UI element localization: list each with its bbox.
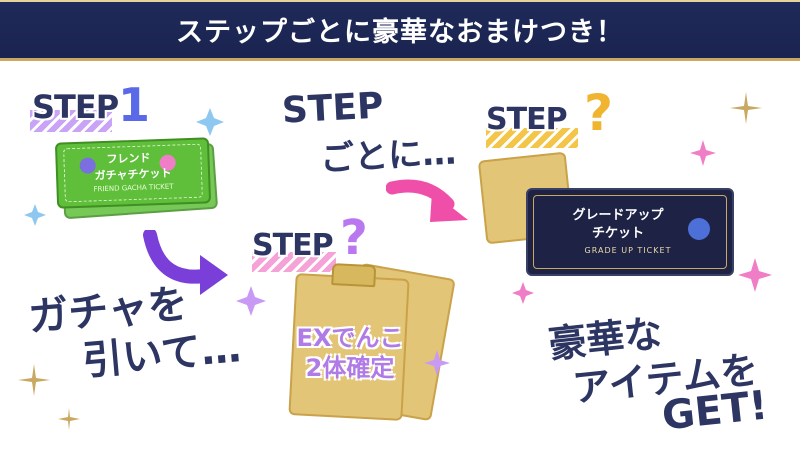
step2-number: ? bbox=[340, 210, 368, 266]
step3-label: STEP bbox=[486, 102, 568, 137]
step3-number: ? bbox=[584, 84, 613, 142]
arrow-icon bbox=[143, 230, 228, 295]
step3-underline bbox=[486, 128, 578, 148]
grade-ticket-title-line1: グレードアップ bbox=[572, 208, 664, 223]
character-icon bbox=[688, 218, 710, 240]
step2-underline bbox=[252, 252, 336, 272]
reward-text-line3: GET! bbox=[659, 382, 770, 440]
step-text-line1: STEP bbox=[280, 85, 385, 132]
arrow-icon bbox=[386, 179, 468, 222]
grade-ticket-title-line2: チケット bbox=[591, 226, 644, 241]
sparkle-icon bbox=[236, 286, 266, 316]
sparkle-icon bbox=[738, 258, 772, 292]
grade-ticket-subtitle: GRADE UP TICKET bbox=[584, 246, 672, 255]
sparkle-icon bbox=[690, 140, 716, 166]
step2-label: STEP bbox=[252, 228, 334, 263]
sparkle-icon bbox=[196, 108, 224, 136]
sparkle-icon bbox=[18, 364, 50, 396]
sparkle-icon bbox=[58, 408, 80, 430]
sparkle-icon bbox=[730, 92, 762, 124]
sparkle-icon bbox=[424, 350, 450, 376]
step1-number: 1 bbox=[118, 78, 150, 132]
grade-up-ticket: グレードアップ チケット GRADE UP TICKET bbox=[526, 188, 734, 276]
sparkle-icon bbox=[24, 204, 46, 226]
friend-ticket: フレンド ガチャチケット FRIEND GACHA TICKET bbox=[54, 137, 212, 209]
banner-title: ステップごとに豪華なおまけつき！ bbox=[176, 17, 624, 48]
step1-underline bbox=[30, 110, 112, 132]
step1-label: STEP bbox=[32, 88, 119, 126]
gacha-text-line2: 引いて… bbox=[80, 325, 243, 385]
ex-card-line2: 2体確定 bbox=[305, 354, 395, 382]
sparkle-icon bbox=[512, 282, 534, 304]
ex-card-line1: EXでんこ bbox=[296, 324, 404, 352]
header-banner bbox=[0, 0, 800, 61]
